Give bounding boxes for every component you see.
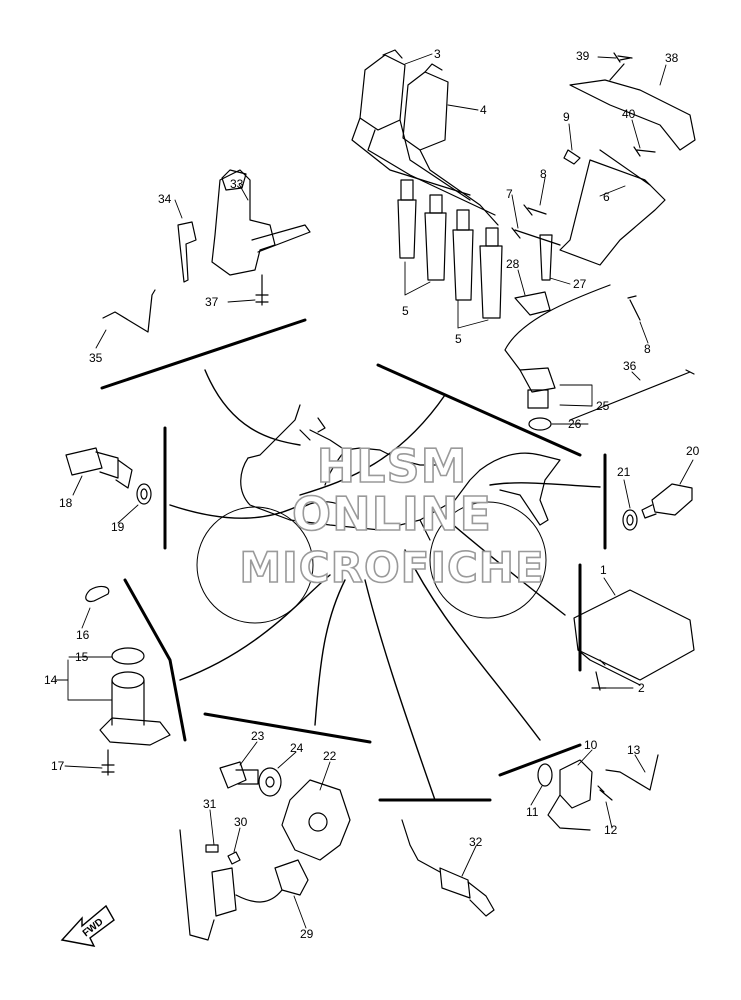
- part-number: 29: [300, 927, 314, 941]
- part-number: 24: [290, 741, 304, 755]
- sensor-25-assembly: [504, 234, 611, 431]
- part-number: 38: [665, 51, 679, 65]
- sensor-10-assembly: [537, 754, 659, 831]
- ignition-coils: [351, 49, 503, 319]
- part-number: 33: [230, 177, 244, 191]
- part-number: 25: [596, 399, 610, 413]
- part-number: 5: [402, 304, 409, 318]
- part-number: 36: [623, 359, 637, 373]
- part-number: 17: [51, 759, 65, 773]
- part-labels: 1 2 3 4 5 5 6 7 8 8 9 10 11 12 13 14 15 …: [44, 47, 700, 941]
- part-number: 18: [59, 496, 73, 510]
- main-switch: [177, 169, 311, 306]
- part-number: 7: [506, 187, 513, 201]
- watermark-line-2: ONLINE: [292, 487, 492, 541]
- part-number: 22: [323, 749, 337, 763]
- part-number: 2: [638, 681, 645, 695]
- part-number: 14: [44, 673, 58, 687]
- part-number: 4: [480, 103, 487, 117]
- sensor-35: [102, 289, 156, 333]
- part-number: 15: [75, 650, 89, 664]
- watermark-line-3: MICROFICHE: [239, 543, 544, 592]
- part-number: 6: [603, 190, 610, 204]
- watermark-line-1: HLSM: [317, 439, 468, 493]
- part-number: 12: [604, 823, 618, 837]
- pulser-assembly: [179, 761, 351, 941]
- part-number: 26: [568, 417, 582, 431]
- part-number: 1: [600, 563, 607, 577]
- ecu: [573, 589, 695, 691]
- part-number: 3: [434, 47, 441, 61]
- part-number: 35: [89, 351, 103, 365]
- part-number: 39: [576, 49, 590, 63]
- part-number: 11: [526, 805, 539, 819]
- part-number: 30: [234, 815, 248, 829]
- part-number: 23: [251, 729, 265, 743]
- part-number: 10: [584, 738, 598, 752]
- part-number: 19: [111, 520, 125, 534]
- part-number: 32: [469, 835, 483, 849]
- bolt-39: [613, 52, 633, 63]
- part-number: 40: [622, 107, 636, 121]
- part-number: 34: [158, 192, 172, 206]
- part-number: 8: [644, 342, 651, 356]
- fwd-arrow-icon: FWD: [60, 904, 115, 947]
- part-number: 16: [76, 628, 90, 642]
- o2-sensor: [401, 819, 495, 917]
- callout-lines: [54, 53, 694, 929]
- part-number: 8: [540, 167, 547, 181]
- part-number: 27: [573, 277, 587, 291]
- watermark: HLSM ONLINE MICROFICHE: [239, 438, 545, 593]
- part-number: 31: [203, 797, 217, 811]
- part-number: 28: [506, 257, 520, 271]
- bracket-assembly: [511, 57, 696, 321]
- part-number: 9: [563, 110, 570, 124]
- part-number: 13: [627, 743, 641, 757]
- solenoid: [85, 585, 171, 776]
- sensor-20: [622, 483, 693, 531]
- part-number: 21: [617, 465, 631, 479]
- cable-tie-36: [569, 369, 695, 421]
- part-number: 20: [686, 444, 700, 458]
- sensor-18: [65, 447, 152, 505]
- part-number: 37: [205, 295, 219, 309]
- motorcycle-outline: [196, 404, 561, 624]
- leader-lines: [169, 369, 601, 801]
- part-number: 5: [455, 332, 462, 346]
